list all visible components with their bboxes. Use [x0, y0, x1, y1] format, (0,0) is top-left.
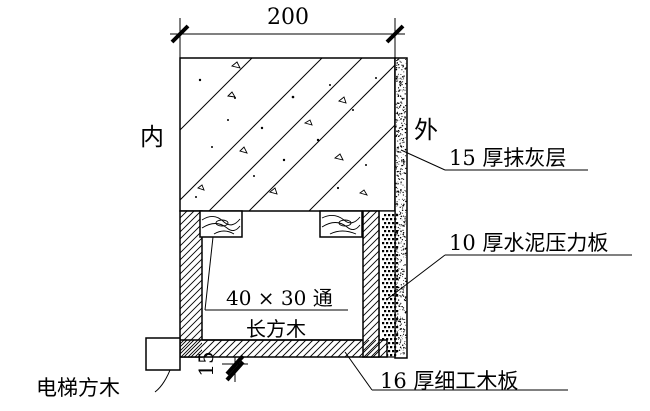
timber-batten-right [319, 210, 363, 238]
concrete-aggregate [195, 77, 377, 198]
elevator-timber-square [145, 337, 181, 371]
leader-lines [154, 149, 632, 393]
timber-batten-left [199, 210, 243, 238]
label-timber-line2: 长方木 [246, 317, 306, 341]
dimension-thickness [222, 354, 248, 382]
dimension-thickness-label: 15 [194, 351, 218, 376]
label-plaster: 15 厚抹灰层 [449, 146, 566, 170]
cement-board-layer [378, 210, 399, 358]
label-outside: 外 [414, 116, 438, 144]
blockboard-frame [179, 210, 388, 358]
concrete-wall [179, 57, 396, 212]
concrete-stones [197, 61, 368, 196]
label-elevator-timber: 电梯方木 [36, 376, 120, 400]
label-blockboard: 16 厚细工木板 [380, 369, 518, 393]
concrete-hatch [180, 58, 395, 211]
dimension-width [170, 18, 405, 58]
label-cement-board: 10 厚水泥压力板 [449, 231, 608, 255]
label-inside: 内 [140, 123, 164, 151]
plaster-layer [394, 57, 408, 359]
label-timber-line1: 40 × 30 通 [226, 286, 333, 310]
dimension-width-label: 200 [267, 5, 309, 30]
